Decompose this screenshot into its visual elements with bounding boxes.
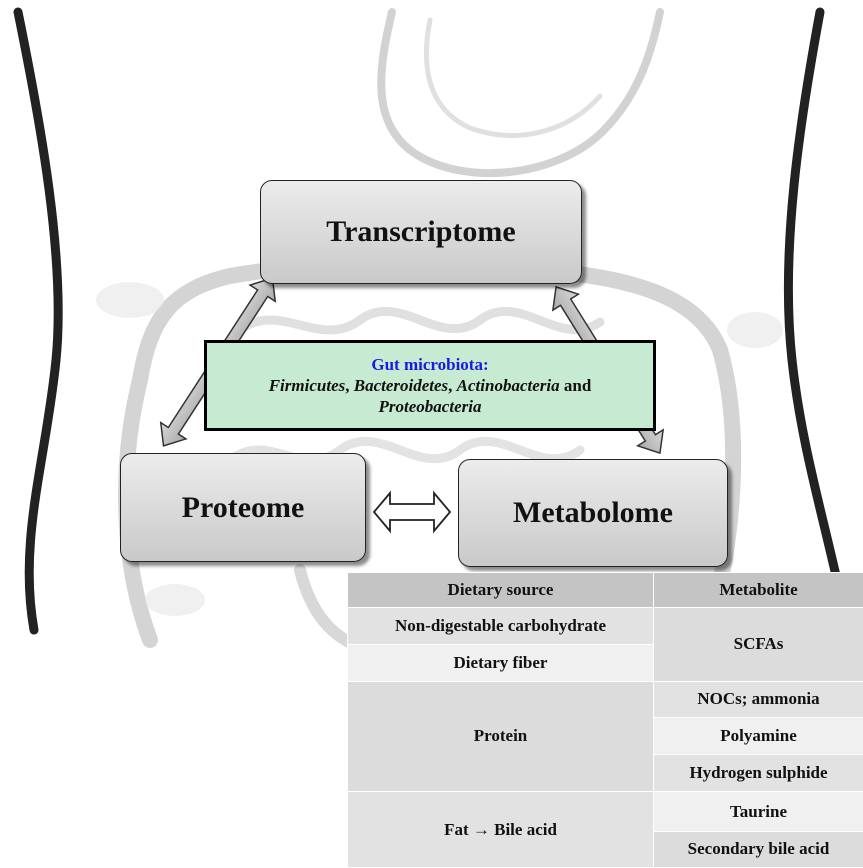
taxon-proteobacteria: Proteobacteria: [379, 397, 482, 416]
taxon-firmicutes: Firmicutes: [269, 376, 346, 395]
table-row: Non-digestable carbohydrate SCFAs: [348, 608, 863, 645]
proteome-box: Proteome: [120, 453, 366, 562]
header-metabolite: Metabolite: [654, 573, 863, 608]
metabolome-label: Metabolome: [513, 496, 673, 530]
taxon-bacteroidetes: Bacteroidetes: [354, 376, 448, 395]
proteome-label: Proteome: [182, 491, 305, 525]
cell-scfas: SCFAs: [654, 608, 863, 682]
cell-nocs-ammonia: NOCs; ammonia: [654, 681, 863, 717]
gut-microbiota-title: Gut microbiota:: [371, 354, 488, 375]
transcriptome-label: Transcriptome: [326, 215, 515, 249]
cell-protein-source: Protein: [348, 681, 654, 792]
cell-fat-source: Fat → Bile acid: [348, 792, 654, 868]
gut-microbiota-box: Gut microbiota: Firmicutes, Bacteroidete…: [204, 340, 656, 431]
taxa-separator-and: and: [560, 376, 592, 395]
cell-hydrogen-sulphide: Hydrogen sulphide: [654, 755, 863, 792]
taxon-actinobacteria: Actinobacteria: [457, 376, 560, 395]
header-dietary-source: Dietary source: [348, 573, 654, 608]
table-row: Protein NOCs; ammonia: [348, 681, 863, 717]
diet-metabolite-table: Dietary source Metabolite Non-digestable…: [347, 572, 863, 868]
taxa-separator-1: ,: [345, 376, 354, 395]
taxa-separator-2: ,: [448, 376, 457, 395]
gut-microbiota-taxa-line-1: Firmicutes, Bacteroidetes, Actinobacteri…: [269, 375, 592, 396]
cell-taurine: Taurine: [654, 792, 863, 831]
cell-fiber-source: Dietary fiber: [348, 645, 654, 681]
cell-secondary-bile-acid: Secondary bile acid: [654, 831, 863, 867]
metabolome-box: Metabolome: [458, 459, 728, 567]
gut-microbiota-taxa-line-2: Proteobacteria: [379, 396, 482, 417]
transcriptome-box: Transcriptome: [260, 180, 582, 284]
cell-polyamine: Polyamine: [654, 717, 863, 754]
table-row: Fat → Bile acid Taurine: [348, 792, 863, 831]
table-header-row: Dietary source Metabolite: [348, 573, 863, 608]
cell-carb-source: Non-digestable carbohydrate: [348, 608, 654, 645]
